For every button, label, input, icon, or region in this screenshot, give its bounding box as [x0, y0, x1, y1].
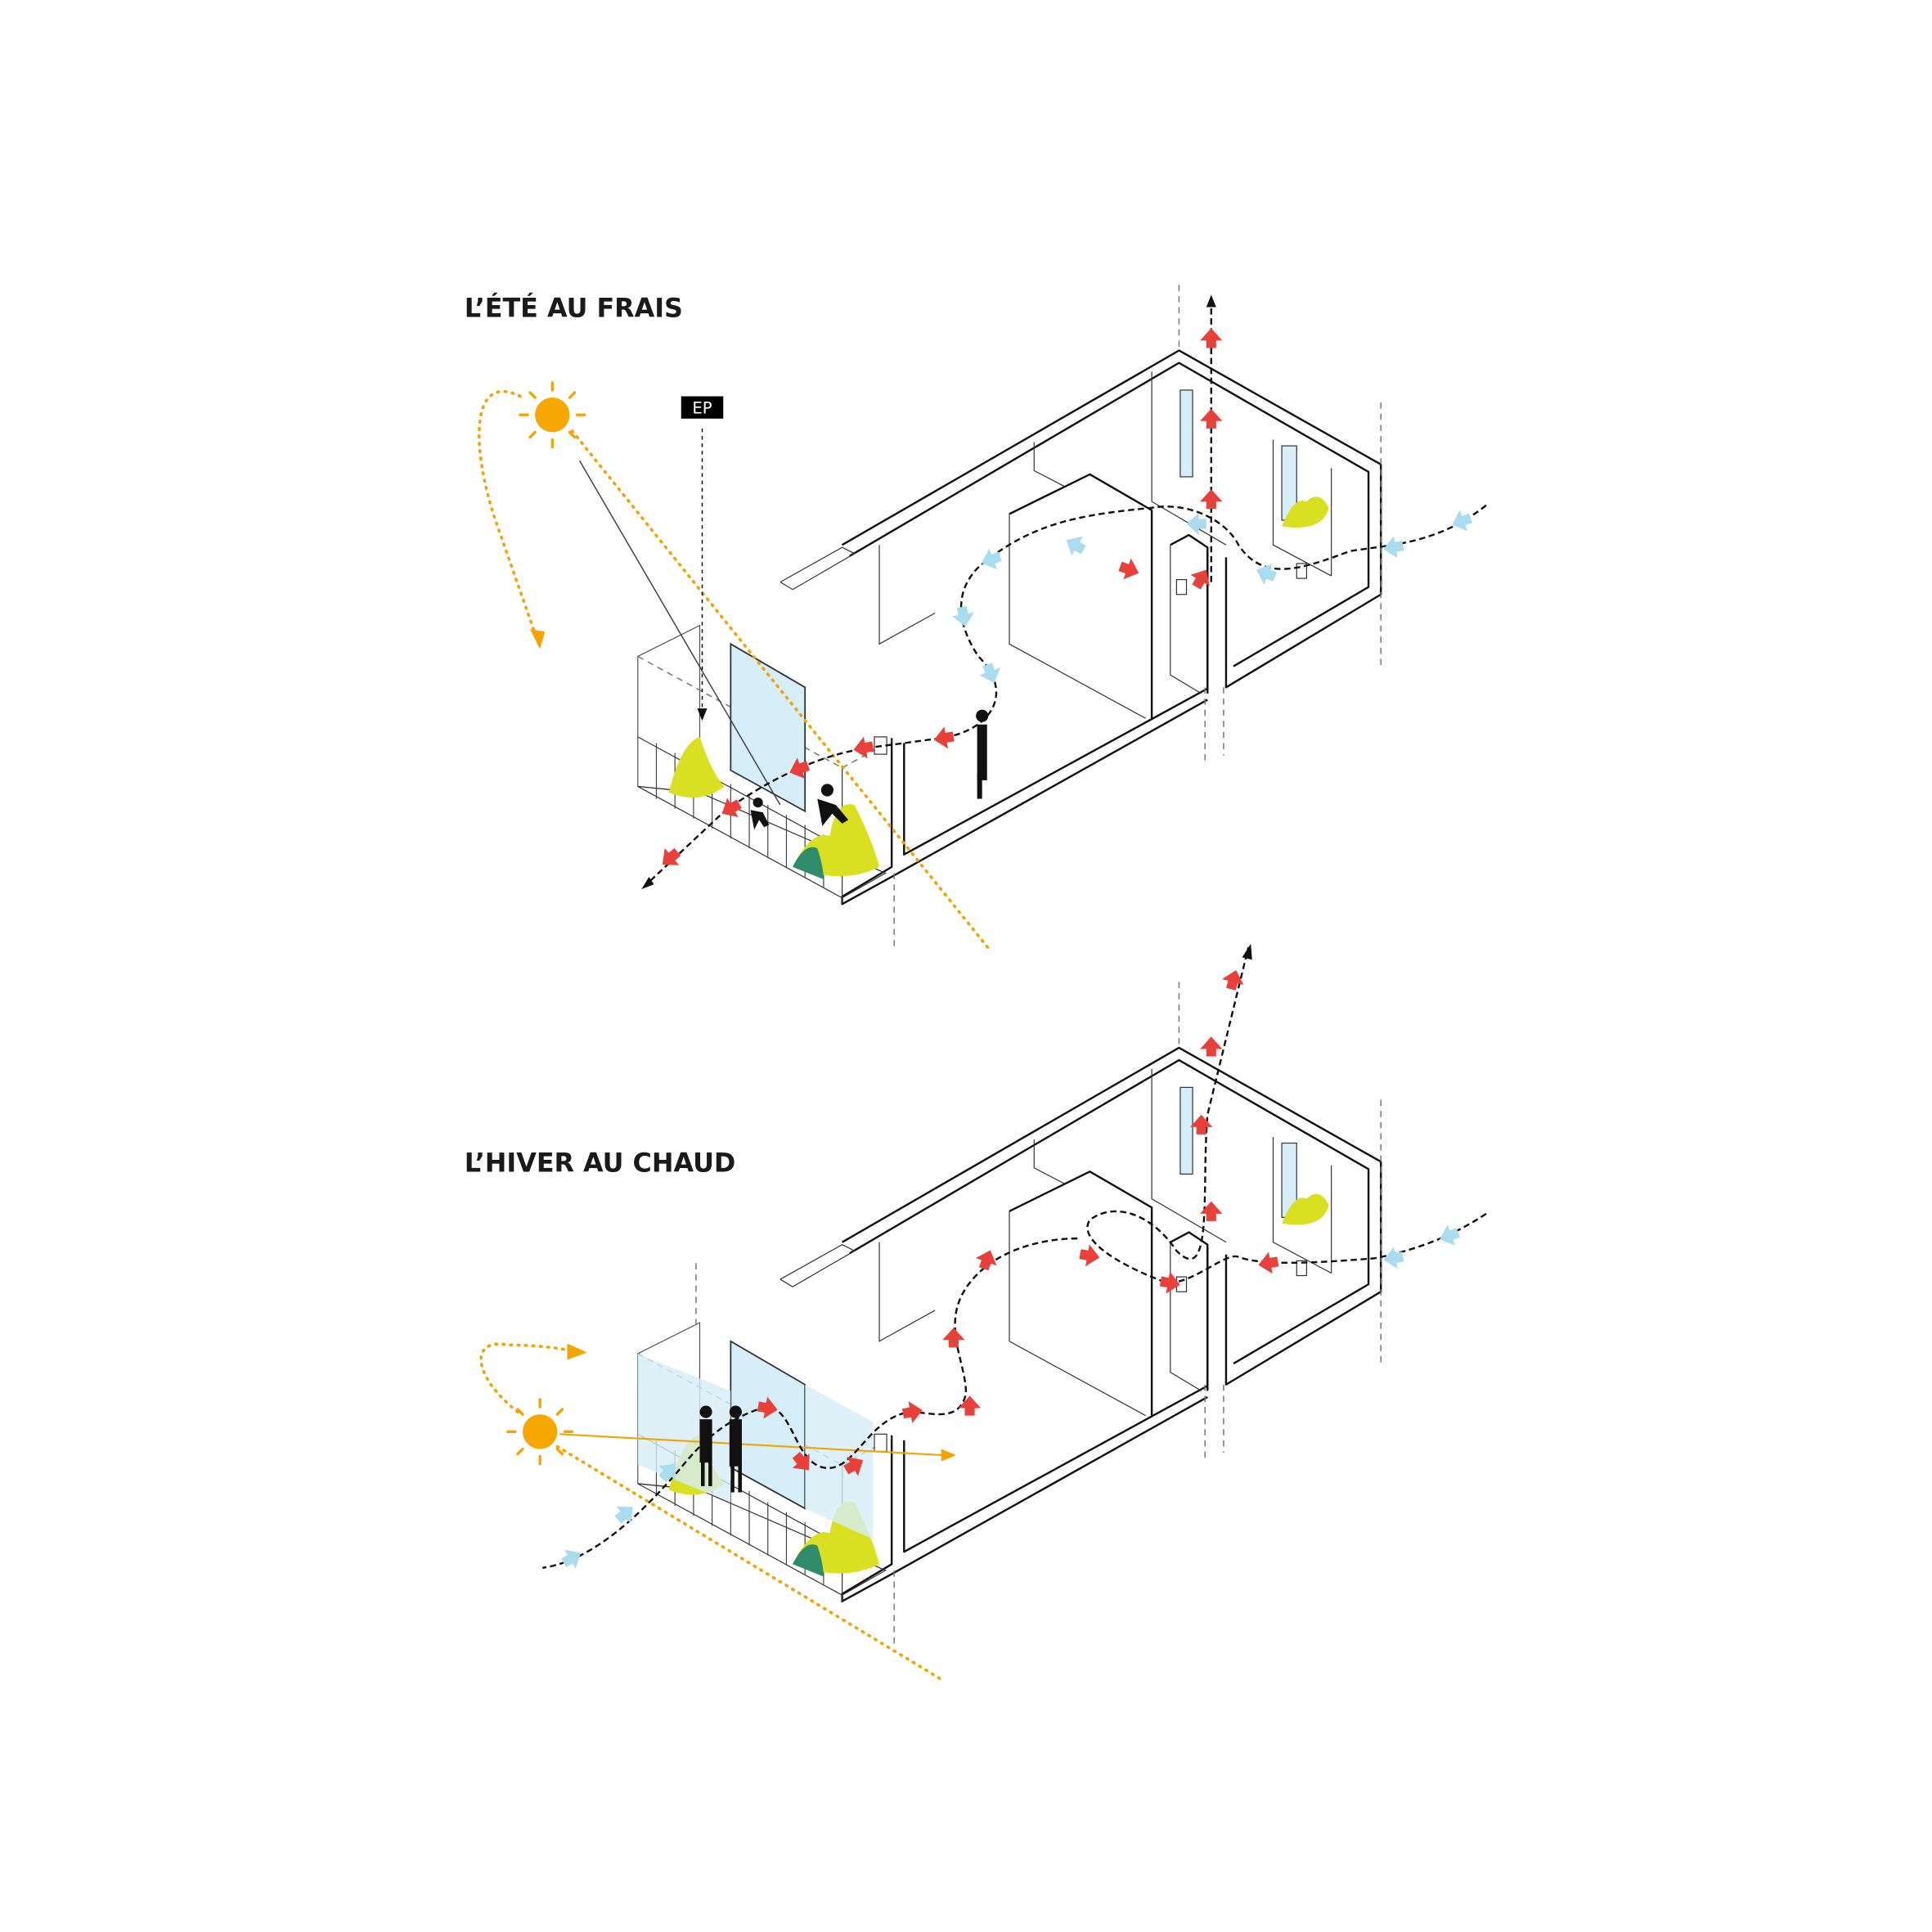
apartment-axonometric — [636, 981, 1382, 1646]
sun-icon — [506, 1398, 574, 1466]
svg-text:EP: EP — [692, 399, 712, 418]
sun-trajectory-arrowhead — [567, 1343, 587, 1360]
summer-airflow-path — [643, 504, 1487, 887]
outflow-arrowhead — [641, 876, 654, 890]
sun-trajectory — [478, 389, 541, 646]
sun-ray-arrowhead — [941, 1449, 956, 1462]
winter-glazing — [637, 1353, 731, 1503]
exhaust-arrowhead — [1242, 943, 1252, 960]
sun-angle-line — [578, 460, 781, 806]
winter-heat-path — [1086, 947, 1487, 1284]
cool-air-arrows — [950, 507, 1475, 687]
apartment-axonometric — [636, 284, 1382, 949]
winter-diagram: L’HIVER AU CHAUD — [465, 943, 1487, 1681]
warm-air-arrows — [655, 328, 1223, 874]
sun-icon — [519, 381, 586, 449]
sun-trajectory-arrowhead — [530, 629, 546, 649]
people-silhouettes — [699, 1405, 742, 1493]
people-silhouettes — [750, 709, 989, 830]
sun-ray-high — [570, 429, 993, 953]
summer-diagram: L’ÉTÉ AU FRAIS EP — [465, 284, 1487, 953]
winter-glazing — [805, 1384, 874, 1540]
winter-airflow-path — [542, 1237, 1078, 1570]
summer-title: L’ÉTÉ AU FRAIS — [465, 293, 683, 324]
sun-ray-low — [555, 1445, 943, 1681]
ep-arrowhead — [697, 708, 708, 721]
sun-ray-direct — [559, 1433, 944, 1457]
sun-trajectory — [479, 1342, 574, 1413]
ep-label: EP — [681, 396, 724, 419]
exhaust-arrowhead — [1206, 294, 1216, 308]
winter-title: L’HIVER AU CHAUD — [465, 1148, 736, 1178]
